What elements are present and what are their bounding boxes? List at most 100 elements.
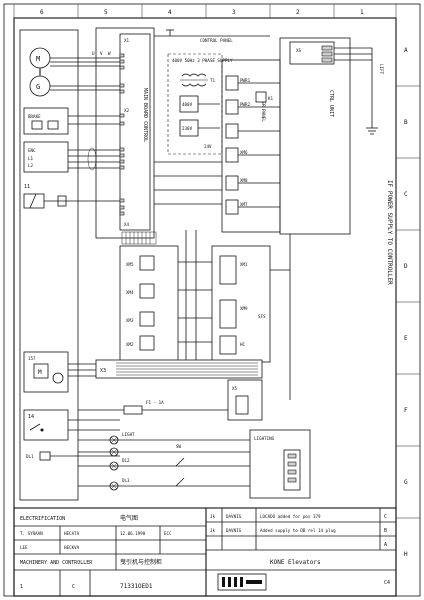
- switch-group-11: 11: [23, 184, 120, 209]
- cable-x4: [121, 231, 157, 245]
- brake-group: BRAKE: [23, 107, 120, 135]
- encoder-label: ENC: [28, 148, 36, 153]
- sheet-no: 1: [20, 584, 23, 590]
- dl3-label: DL3: [122, 478, 130, 483]
- lighting-circuit: LIGHT SW DL2 DL3: [78, 432, 250, 491]
- encoder-box: [23, 141, 69, 173]
- switch-group-14: 14: [23, 409, 120, 441]
- row-letter-h: H: [404, 551, 408, 558]
- xm-left-connectors: XM5 XM4 XM3 XM2: [126, 255, 155, 351]
- k1-label: K1: [268, 96, 274, 101]
- switch14-box: [23, 409, 69, 441]
- brake-label: BRAKE: [28, 114, 41, 119]
- dl-switches: DL1: [26, 451, 120, 461]
- approved-by: LEE: [20, 545, 28, 550]
- drawing-frame: [13, 17, 397, 597]
- pwr1-label: PWR1: [240, 78, 251, 83]
- x5-connector: [227, 379, 263, 421]
- sfs-label: SFS: [258, 314, 266, 319]
- row-letter-e: E: [404, 335, 408, 342]
- rev-row-2-letter: B: [384, 528, 387, 534]
- rev-row-2-text: Added supply to DB rel 14 plug: [260, 528, 336, 533]
- subtitle-en: ELECTRIFICATION: [20, 516, 65, 522]
- left-motor-zone: [19, 29, 79, 501]
- ground-symbol: [366, 120, 378, 135]
- title-cn: 曳引机与控制柜: [120, 558, 162, 566]
- date: 12.06.1998: [120, 531, 146, 536]
- dl1-label: DL1: [26, 454, 34, 459]
- hc-label: HC: [240, 342, 246, 347]
- label-u: U: [92, 51, 95, 56]
- column-ruler: 6 5 4 3 2 1: [13, 4, 397, 18]
- motor2-label: M: [38, 369, 42, 376]
- supply-note: 400V 50Hz 3 PHASE SUPPLY: [172, 58, 233, 63]
- dept: HECKVA: [64, 545, 80, 550]
- subtitle-cn: 电气图: [120, 514, 138, 522]
- lift-label: LIFT: [379, 64, 384, 75]
- ref-label: C4: [384, 580, 390, 586]
- main-board-pins: [119, 53, 125, 216]
- enc-l1: L1: [28, 156, 34, 161]
- num-14: 14: [28, 414, 34, 420]
- col-num-2: 2: [296, 9, 300, 16]
- xm8-label: XM8: [240, 178, 248, 183]
- rev-row-1-by: DAVNIS: [226, 514, 242, 519]
- light-label: LIGHT: [122, 432, 135, 437]
- pwr2-label: PWR2: [240, 102, 251, 107]
- xm1-label: XM1: [240, 262, 248, 267]
- power-panel-label: POWER PANEL: [261, 94, 266, 122]
- v400-label: 400V: [182, 102, 193, 107]
- checked-by: HECATA: [64, 531, 80, 536]
- drawn-by: T. SYRAAN: [20, 531, 43, 536]
- ld-label: LIGHTING: [254, 436, 275, 441]
- rev-row-3-letter: A: [384, 542, 387, 548]
- drawing-no: 71331OED1: [120, 583, 153, 590]
- xm4-label: XM4: [126, 290, 134, 295]
- col-num-6: 6: [40, 9, 44, 16]
- controller-frame: [279, 37, 351, 235]
- brake-box: [23, 107, 69, 135]
- enc-l2: L2: [28, 163, 34, 168]
- motor2-box: [23, 351, 69, 393]
- v230-label: 230V: [182, 126, 193, 131]
- num-11: 11: [24, 184, 30, 190]
- x4-label: X4: [124, 222, 130, 227]
- top-right-connector: XS LIFT: [289, 41, 384, 120]
- main-board: [119, 33, 151, 231]
- rev-row-2-by: DAVNIS: [226, 528, 242, 533]
- row-ruler: A B C D E F G H: [396, 47, 420, 558]
- t1-label: T1: [210, 78, 216, 83]
- fuse-line: F1 - 1A: [78, 400, 228, 415]
- transformer-t1: T1 400V 230V 24V: [179, 73, 220, 149]
- scale: ECC: [164, 531, 172, 536]
- xm9-label: XM9: [240, 306, 248, 311]
- main-board-label: MAIN BOARD CONTROL: [142, 88, 148, 142]
- company-logo: [217, 573, 267, 591]
- x1-label: X1: [124, 38, 130, 43]
- v24-label: 24V: [204, 144, 212, 149]
- ctrl-unit-label: CTRL UNIT: [328, 90, 334, 117]
- rev-row-2-initials: Jk: [210, 528, 216, 533]
- motor-label: M: [36, 55, 40, 63]
- x3-bus-lines: [116, 362, 258, 376]
- row-letter-a: A: [404, 47, 408, 54]
- xm2-label: XM2: [126, 342, 134, 347]
- xm7-label: XM7: [240, 202, 248, 207]
- rev-row-1-letter: C: [384, 514, 387, 520]
- power-panel-connectors: XM6 XM8 XM7 PWR1 PWR2 K1: [225, 75, 274, 215]
- ctrl-panel-label: CONTROL PANEL: [200, 38, 233, 43]
- row-letter-g: G: [404, 479, 408, 486]
- col-num-4: 4: [168, 9, 172, 16]
- main-board-frame: [95, 27, 155, 239]
- col-num-3: 3: [232, 9, 236, 16]
- x2-label: X2: [124, 108, 130, 113]
- dl2-label: DL2: [122, 458, 130, 463]
- label-v: V: [100, 51, 103, 56]
- xm6-label: XM6: [240, 150, 248, 155]
- row-letter-f: F: [404, 407, 408, 414]
- lighting-controller: [249, 429, 311, 499]
- col-num-5: 5: [104, 9, 108, 16]
- xm5-label: XM5: [126, 262, 134, 267]
- row-letter-c: C: [404, 191, 408, 198]
- side-note: IF POWER SUPPLY TO CONTROLLER: [386, 180, 393, 285]
